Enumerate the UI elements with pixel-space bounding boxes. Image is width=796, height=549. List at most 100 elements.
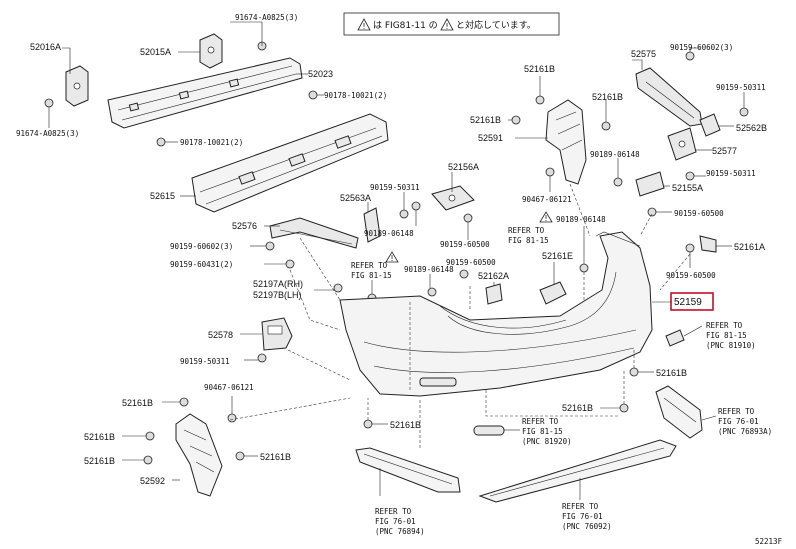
part-label: 90189-06148 xyxy=(590,150,640,159)
screw-icon xyxy=(545,167,555,177)
refer-label: (PNC 76092) xyxy=(562,522,612,531)
screw-icon xyxy=(265,241,275,251)
bracket-52563A xyxy=(363,207,381,243)
clip-icon xyxy=(535,95,545,105)
screw-icon xyxy=(463,213,473,223)
clip-icon xyxy=(143,455,153,465)
part-label: 52161B xyxy=(470,115,501,125)
warning-triangle-icon xyxy=(539,211,553,223)
screw-icon xyxy=(685,243,695,253)
refer-label: REFER TO xyxy=(522,417,559,426)
part-label: 90178-10021(2) xyxy=(324,91,387,100)
warning-triangle-icon xyxy=(385,251,399,263)
clip-icon xyxy=(235,451,245,461)
screw-icon xyxy=(685,51,695,61)
part-label: 52615 xyxy=(150,191,175,201)
part-label: 52161E xyxy=(542,251,573,261)
bumper-cover-52159 xyxy=(339,231,653,397)
screw-icon xyxy=(285,259,295,269)
part-label: 52563A xyxy=(340,193,371,203)
bracket-52578 xyxy=(261,317,293,351)
part-label: 90189-06148 xyxy=(556,215,606,224)
part-label: 90159-50311 xyxy=(370,183,420,192)
part-label: 52161B xyxy=(260,452,291,462)
refer-label: FIG 76-01 xyxy=(718,417,759,426)
screw-icon xyxy=(459,269,469,279)
part-label: 52023 xyxy=(308,69,333,79)
reflector-slot xyxy=(419,377,457,387)
bolt-icon xyxy=(44,98,54,108)
screw-icon xyxy=(647,207,657,217)
bracket-52015A xyxy=(199,33,223,69)
clip-icon xyxy=(629,367,639,377)
screw-icon xyxy=(613,177,623,187)
bracket-52016A xyxy=(65,65,89,107)
refer-label: REFER TO xyxy=(508,226,545,235)
part-label: 90159-50311 xyxy=(716,83,766,92)
part-label: 52161B xyxy=(524,64,555,74)
refer-label: FIG 81-15 xyxy=(522,427,563,436)
refer-label: REFER TO xyxy=(351,261,388,270)
warning-triangle-icon xyxy=(357,18,371,31)
part-label: 52155A xyxy=(672,183,703,193)
refer-label: FIG 81-15 xyxy=(351,271,392,280)
part-label: 90189-06148 xyxy=(404,265,454,274)
clip-icon xyxy=(363,419,373,429)
part-label: 90178-10021(2) xyxy=(180,138,243,147)
refer-label: REFER TO xyxy=(375,507,412,516)
part-label: 90467-06121 xyxy=(204,383,254,392)
part-label: 52576 xyxy=(232,221,257,231)
screw-icon xyxy=(411,201,421,211)
notice-box: ! は FIG81-11 の ! と対応しています。 xyxy=(343,12,560,36)
part-label: 90159-50311 xyxy=(706,169,756,178)
part-label: 52578 xyxy=(208,330,233,340)
part-label: 52015A xyxy=(140,47,171,57)
part-label: 90159-60500 xyxy=(440,240,490,249)
notice-text-2: と対応しています。 xyxy=(456,19,536,31)
part-label: 52592 xyxy=(140,476,165,486)
clip-icon xyxy=(145,431,155,441)
bracket-52161A xyxy=(699,235,717,253)
part-label: 52197A(RH) xyxy=(253,279,303,289)
reinforcement-52023 xyxy=(107,57,303,129)
notice-text: は FIG81-11 の xyxy=(373,20,438,31)
part-label-highlighted: 52159 xyxy=(674,297,702,308)
bracket-52156A xyxy=(431,185,475,211)
part-label: 52161A xyxy=(734,242,765,252)
part-label: 52161B xyxy=(84,456,115,466)
refer-label: (PNC 81920) xyxy=(522,437,572,446)
part-label: 52161B xyxy=(122,398,153,408)
reflector-icon xyxy=(665,329,685,347)
svg-text:!: ! xyxy=(390,254,395,263)
screw-icon xyxy=(427,287,437,297)
clip-52161E xyxy=(539,281,567,305)
refer-label: REFER TO xyxy=(562,502,599,511)
part-label: 52162A xyxy=(478,271,509,281)
absorber-52615 xyxy=(191,113,389,213)
retainer-52592 xyxy=(175,413,223,497)
screw-icon xyxy=(227,413,237,423)
screw-icon xyxy=(739,107,749,117)
clip-icon xyxy=(333,283,343,293)
part-label: 90159-60431(2) xyxy=(170,260,233,269)
screw-icon xyxy=(579,263,589,273)
nut-icon xyxy=(156,137,166,147)
part-label: 52562B xyxy=(736,123,767,133)
refer-label: REFER TO xyxy=(718,407,755,416)
part-label: 52591 xyxy=(478,133,503,143)
bracket-52575 xyxy=(635,67,703,127)
part-label: 90159-60602(3) xyxy=(670,43,733,52)
bracket-52155A xyxy=(635,171,665,197)
part-label: 52161B xyxy=(562,403,593,413)
screw-icon xyxy=(257,353,267,363)
clip-icon xyxy=(601,121,611,131)
highlight-box xyxy=(670,292,714,311)
figure-id: 52213F xyxy=(755,537,783,546)
part-label: 52161B xyxy=(84,432,115,442)
part-label: 90159-50311 xyxy=(180,357,230,366)
spoiler-76092 xyxy=(478,439,677,503)
retainer-76893A xyxy=(655,385,703,439)
refer-label: REFER TO xyxy=(706,321,743,330)
